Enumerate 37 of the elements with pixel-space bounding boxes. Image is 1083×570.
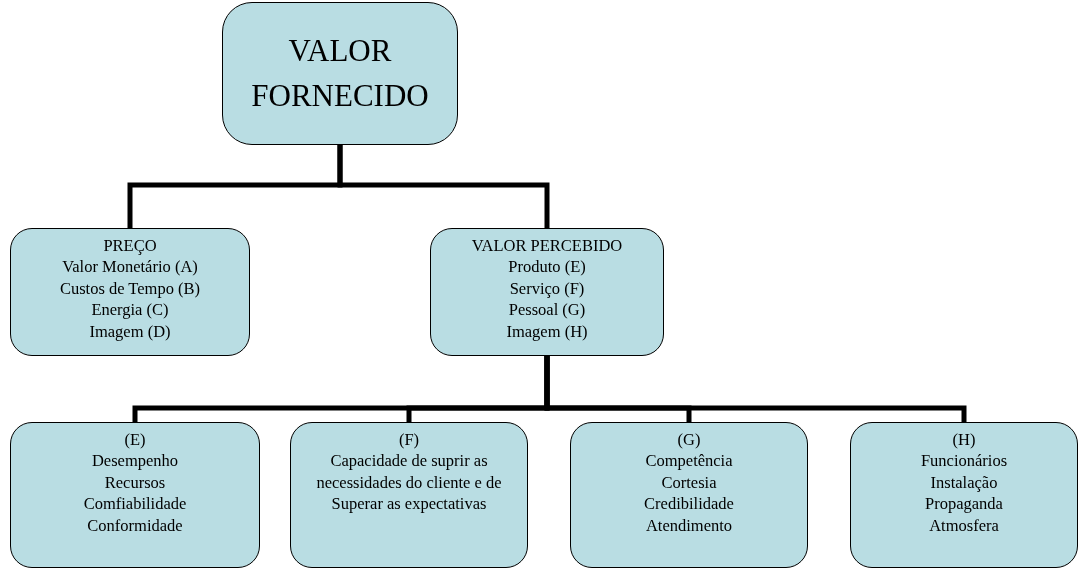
box-heading: (F): [398, 429, 420, 451]
box-text: Credibilidade: [644, 493, 734, 515]
connector-line: [544, 356, 967, 422]
box-heading: (H): [952, 429, 976, 451]
box-heading: PREÇO: [103, 235, 157, 257]
box-text: Capacidade de suprir as necessidades do cliente e de Superar as expectativas: [315, 450, 503, 515]
box-text: Pessoal (G): [508, 299, 586, 321]
box-text: Produto (E): [508, 256, 586, 278]
box-text: Comfiabilidade: [83, 493, 187, 515]
connector-line: [337, 145, 550, 228]
box-text: Imagem (H): [506, 320, 588, 343]
rounded-box: [10, 422, 260, 568]
box-text: Competência: [645, 450, 733, 472]
box-text: Instalação: [930, 471, 998, 494]
box-text: Recursos: [104, 471, 166, 494]
box-text: Valor Monetário (A): [62, 256, 198, 278]
box-text: Atendimento: [645, 514, 733, 537]
box-heading: VALOR FORNECIDO: [250, 31, 430, 115]
box-text: Energia (C): [91, 299, 169, 321]
box-text: Propaganda: [925, 493, 1003, 515]
box-heading: VALOR PERCEBIDO: [471, 235, 623, 257]
box-text: Desempenho: [91, 450, 179, 472]
box-heading: (G): [677, 429, 701, 451]
box-text: Imagem (D): [89, 320, 171, 343]
box-text: Serviço (F): [509, 277, 585, 300]
box-text: Custos de Tempo (B): [59, 277, 201, 300]
rounded-box: [222, 2, 458, 145]
box-heading: (E): [124, 429, 146, 451]
box-text: Cortesia: [661, 471, 717, 494]
rounded-box: [10, 228, 250, 356]
rounded-box: [850, 422, 1078, 568]
rounded-box: [430, 228, 664, 356]
rounded-box: [570, 422, 808, 568]
rounded-box: [290, 422, 528, 568]
box-text: Atmosfera: [929, 514, 999, 537]
box-text: Funcionários: [920, 450, 1008, 472]
box-text: Conformidade: [87, 514, 183, 537]
